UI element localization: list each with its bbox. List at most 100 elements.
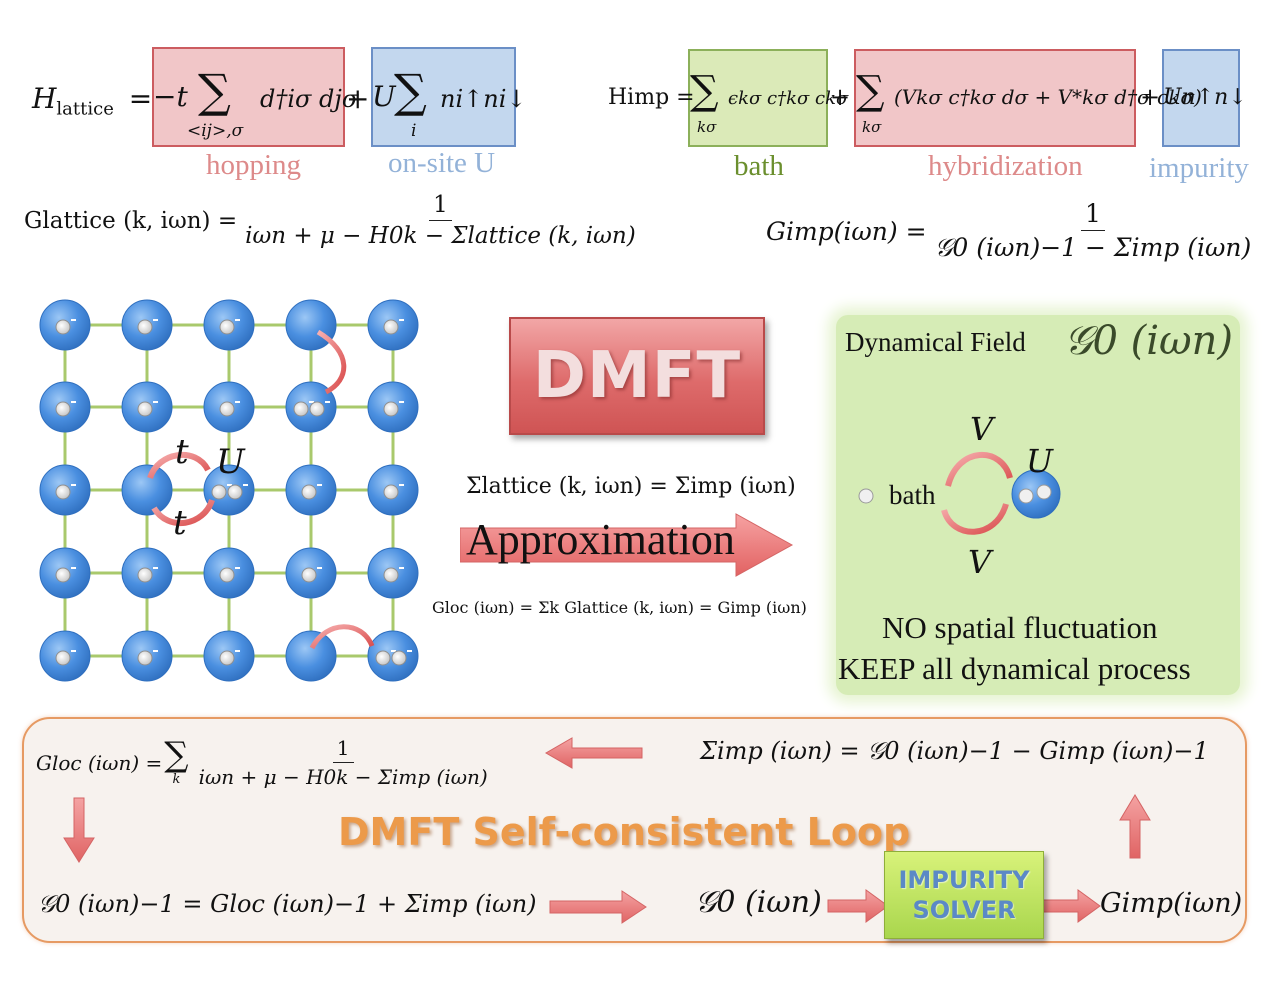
impurity-term-box [1162,49,1240,147]
electron-dot [309,401,325,417]
loop-title: DMFT Self-consistent Loop [338,810,911,854]
lattice-site [121,299,173,351]
plus-sign: + [830,83,851,111]
solver-line2: SOLVER [912,896,1016,924]
hopping-arc-top-right [316,329,347,395]
onsite-sum-symbol: ∑ [394,64,427,118]
hyb-sum-symbol: ∑ [856,68,885,114]
dmft-title-box: DMFT [509,317,765,435]
dynamical-field-title: Dynamical Field [845,327,1026,357]
hop-coefficient: −t [153,80,188,113]
lattice-site [285,381,337,433]
onsite-sum-subscript: i [411,121,417,141]
lattice-site [367,547,419,599]
arrow-down-left [63,797,95,863]
caption-hopping: hopping [206,149,302,181]
arrow-out-of-solver [1041,889,1101,923]
electron-dot [55,567,71,583]
lattice-site [39,630,91,682]
lattice-site [121,630,173,682]
bath-electron-dot [858,488,874,504]
impurity-solver-box: IMPURITY SOLVER [884,851,1044,939]
electron-dot [137,319,153,335]
h-imp-lhs: Himp = [608,85,695,110]
hybridization-v-bottom: V [968,543,992,581]
lattice-site [367,630,419,682]
electron-dot [211,484,227,500]
electron-dot [293,401,309,417]
electron-dot [1036,484,1052,500]
electron-dot [219,401,235,417]
impurity-operator: Un↑n↓ [1163,85,1247,110]
arrow-left-top [544,737,643,769]
hopping-arc-center-upper [147,451,211,480]
h-lattice-lhs: Hlattice = [32,82,153,120]
bath-label: bath [889,480,936,510]
lattice-site [367,464,419,516]
arrow-up-right [1119,794,1151,859]
lattice-site [285,630,337,682]
lattice-site [203,381,255,433]
electron-dot [219,650,235,666]
onsite-operator: ni↑ni↓ [440,85,527,113]
lattice-site [39,381,91,433]
lattice-site [203,299,255,351]
bath-sum-symbol: ∑ [690,68,719,114]
lattice-site [367,381,419,433]
electron-dot [55,401,71,417]
caption-impurity: impurity [1149,152,1249,184]
electron-dot [227,484,243,500]
hopping-arc-center-lower [151,498,215,527]
impurity-atom [1011,469,1061,519]
electron-dot [55,319,71,335]
lattice-site [121,547,173,599]
atom [285,630,337,682]
loop-sigma-imp-equation: Σimp (iωn) = 𝒢0 (iωn)−1 − Gimp (iωn)−1 [700,737,1209,765]
caption-onsite-u: on-site U [388,147,496,179]
hop-operator: d†iσ djσ [260,85,359,113]
electron-dot [383,567,399,583]
electron-dot [137,567,153,583]
lattice-u-label: U [216,442,245,482]
lattice-site [367,299,419,351]
lattice-site [39,547,91,599]
lattice-atoms [39,299,419,682]
arrow-right-bottom [549,890,647,924]
electron-dot [391,650,407,666]
electron-dot [1018,488,1034,504]
electron-dot [55,650,71,666]
lattice-site [121,464,173,516]
caption-bath: bath [734,150,784,182]
gloc-equation: Gloc (iωn) = Σk Glattice (k, iωn) = Gimp… [432,598,807,617]
dynamical-field-symbol: 𝒢0 (iωn) [1064,318,1234,364]
lattice-site [285,547,337,599]
lattice-site [203,547,255,599]
hybridization-v-top: V [970,410,994,448]
atom [121,464,173,516]
plus-sign: + [1140,83,1161,111]
electron-dot [301,484,317,500]
hyb-sum-subscript: kσ [862,118,882,136]
electron-dot [219,319,235,335]
hop-sum-symbol: ∑ [198,64,231,118]
hybridization-arc-top [945,451,1013,487]
lattice-site [285,464,337,516]
electron-dot [219,567,235,583]
hybridization-term-box [854,49,1136,147]
lattice-site [39,299,91,351]
electron-dot [301,567,317,583]
approximation-arrow [460,513,794,577]
approximation-label: Approximation [466,515,735,564]
lattice-diagram [39,299,419,682]
loop-g-imp-output: Gimp(iωn) [1100,888,1243,919]
electron-dot [383,401,399,417]
onsite-term-box [371,47,516,147]
keep-dynamical-text: KEEP all dynamical process [838,651,1191,686]
impurity-u-label: U [1026,442,1053,480]
hop-sum-subscript: <ij>,σ [187,121,244,141]
solver-line1: IMPURITY [898,866,1030,894]
electron-dot [137,650,153,666]
